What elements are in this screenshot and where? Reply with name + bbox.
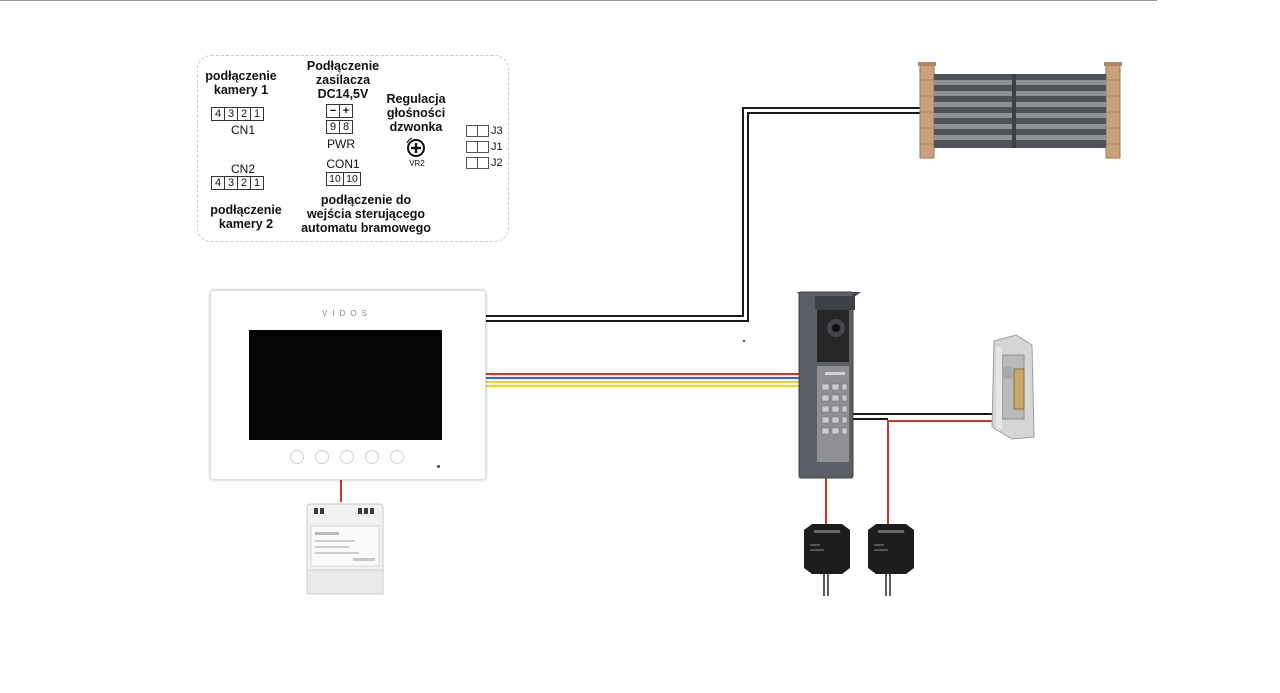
pwr-label: PWR	[327, 137, 355, 151]
jumper-label: J3	[491, 125, 503, 137]
gate-wire	[484, 107, 921, 317]
interface-module-2	[868, 524, 914, 574]
cn1-pin: 2	[237, 107, 251, 121]
jumper-label: J1	[491, 141, 503, 153]
gate-wire	[484, 112, 921, 322]
lock-icon	[340, 450, 354, 464]
interface-module-1	[804, 524, 850, 574]
pwr-connector: 9 8	[326, 120, 353, 134]
plus-sign: +	[339, 104, 353, 118]
jumper-j1: J1	[466, 141, 503, 153]
volume-regulation-title: Regulacja głośności dzwonka	[386, 92, 446, 134]
cn2-connector: 4 3 2 1	[211, 176, 264, 190]
con1-connector: 10 10	[326, 172, 361, 186]
camera2-connection-title: podłączenie kamery 2	[210, 203, 282, 231]
stray-dot	[743, 340, 745, 342]
monitor-screen	[249, 330, 442, 440]
cn1-connector: 4 3 2 1	[211, 107, 264, 121]
electric-strike-lock	[991, 334, 1035, 440]
jumper-cell	[477, 125, 489, 137]
sliding-gate	[918, 62, 1122, 159]
power-connection-title: Podłączenie zasilacza DC14,5V	[306, 59, 380, 101]
home-icon	[290, 450, 304, 464]
potentiometer-icon	[406, 137, 425, 157]
cn2-pin: 1	[250, 176, 264, 190]
door-station	[797, 291, 861, 479]
jumper-cell	[477, 141, 489, 153]
con1-pin: 10	[343, 172, 361, 186]
jumper-j2: J2	[466, 157, 503, 169]
con1-label: CON1	[326, 157, 360, 171]
camera-icon	[365, 450, 379, 464]
power-supply-unit	[306, 503, 384, 595]
lock-wire-red	[887, 420, 995, 538]
cn2-label: CN2	[230, 162, 255, 176]
menu-icon	[390, 450, 404, 464]
cn1-pin: 4	[211, 107, 225, 121]
jumper-j3: J3	[466, 125, 503, 137]
jumper-label: J2	[491, 157, 503, 169]
pwr-polarity: − +	[326, 104, 353, 118]
monitor-brand: VIDOS	[322, 309, 372, 318]
pwr-pin: 8	[339, 120, 353, 134]
top-divider	[0, 0, 1157, 1]
monitor-led	[437, 465, 440, 468]
jumper-cell	[477, 157, 489, 169]
connector-legend-panel	[197, 55, 509, 242]
phone-icon	[315, 450, 329, 464]
vr2-label: VR2	[409, 159, 425, 168]
cn1-label: CN1	[230, 123, 255, 137]
gate-control-title: podłączenie do wejścia sterującego autom…	[301, 193, 431, 235]
cn1-pin: 1	[250, 107, 264, 121]
camera1-connection-title: podłączenie kamery 1	[205, 69, 277, 97]
